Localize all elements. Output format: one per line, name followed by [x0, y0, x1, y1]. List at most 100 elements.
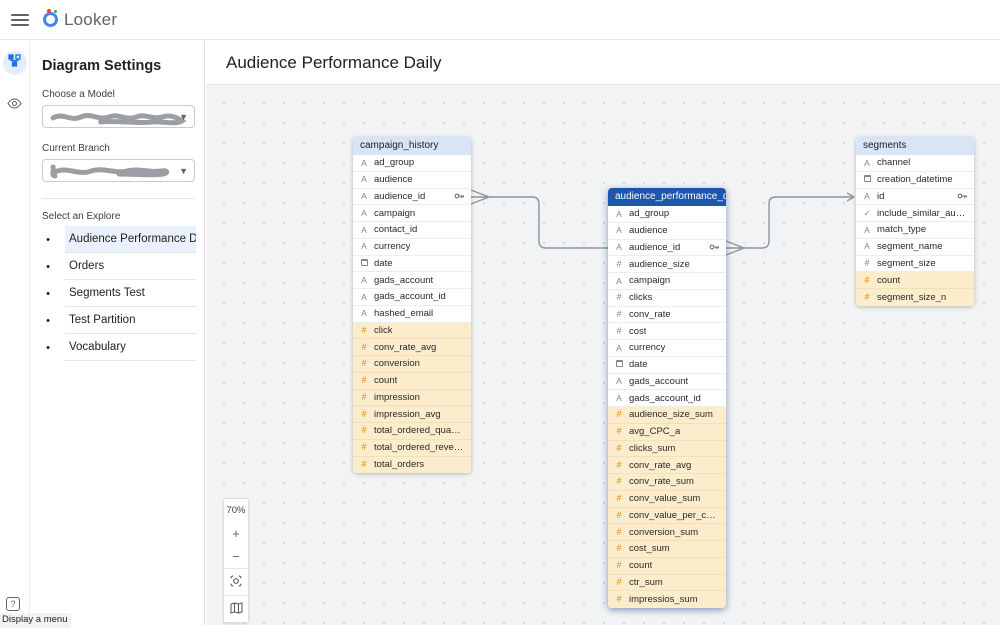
- explore-item[interactable]: •Vocabulary: [31, 334, 204, 361]
- field-row[interactable]: #cost_sum: [608, 541, 726, 558]
- table-header[interactable]: campaign_history: [353, 137, 471, 155]
- minimap-button[interactable]: [224, 596, 248, 622]
- field-row[interactable]: #segment_size_n: [856, 289, 974, 306]
- field-row[interactable]: #conv_rate_sum: [608, 474, 726, 491]
- field-row[interactable]: date: [353, 255, 471, 273]
- field-row[interactable]: #audience_size: [608, 256, 726, 273]
- field-row[interactable]: creation_datetime: [856, 171, 974, 189]
- diagram-settings-panel: Diagram Settings Choose a Model ▼ Curren…: [31, 41, 205, 625]
- explore-item[interactable]: •Orders: [31, 253, 204, 280]
- fit-to-screen-button[interactable]: [224, 569, 248, 595]
- visibility-button[interactable]: [3, 93, 27, 117]
- primary-key-icon: [454, 187, 465, 205]
- field-label: total_ordered_quantity: [374, 425, 465, 437]
- zoom-in-button[interactable]: +: [224, 522, 248, 545]
- field-row[interactable]: #count: [353, 372, 471, 390]
- field-row[interactable]: #total_orders: [353, 456, 471, 474]
- join-line-right: [744, 196, 854, 249]
- field-label: cost: [629, 325, 647, 337]
- field-row[interactable]: #avg_CPC_a: [608, 423, 726, 441]
- field-label: total_ordered_revenue: [374, 442, 465, 454]
- dimension-string-icon: A: [616, 242, 622, 253]
- numeric-icon: #: [616, 325, 622, 336]
- field-row[interactable]: #conv_rate: [608, 306, 726, 324]
- field-row[interactable]: #count: [856, 272, 974, 289]
- field-label: impression_avg: [374, 408, 441, 420]
- diagram-tab-button[interactable]: [2, 51, 27, 75]
- zoom-level[interactable]: 70%: [224, 499, 248, 522]
- dimension-string-icon: A: [361, 274, 367, 285]
- dimension-string-icon: A: [616, 376, 622, 387]
- field-row[interactable]: #conv_value_sum: [608, 490, 726, 508]
- field-row[interactable]: #conversion_sum: [608, 524, 726, 541]
- dimension-string-icon: A: [361, 174, 367, 185]
- explore-item[interactable]: •Audience Performance Daily: [31, 226, 204, 253]
- map-icon: [229, 601, 243, 617]
- explore-item-label: Test Partition: [65, 307, 196, 334]
- field-row[interactable]: #clicks: [608, 289, 726, 307]
- zoom-out-button[interactable]: −: [224, 545, 248, 568]
- field-row[interactable]: #audience_size_sum: [608, 407, 726, 424]
- redacted-model-value: [50, 112, 187, 125]
- numeric-icon: #: [864, 257, 870, 268]
- field-row[interactable]: #conv_rate_avg: [608, 457, 726, 474]
- field-row[interactable]: #clicks_sum: [608, 440, 726, 458]
- focus-icon: [229, 574, 243, 591]
- field-row[interactable]: ✓include_similar_audienc...: [856, 205, 974, 222]
- model-dropdown[interactable]: ▼: [42, 105, 195, 128]
- field-row[interactable]: #count: [608, 557, 726, 575]
- field-row[interactable]: date: [608, 356, 726, 374]
- calendar-icon: [862, 175, 872, 184]
- field-row[interactable]: # total_ordered_quantity: [353, 423, 471, 440]
- explore-item[interactable]: •Segments Test: [31, 280, 204, 307]
- hamburger-menu-icon[interactable]: [11, 13, 29, 26]
- field-row[interactable]: #impression: [353, 389, 471, 407]
- chevron-down-icon: ▼: [179, 166, 188, 176]
- field-row[interactable]: #conversion: [353, 356, 471, 373]
- redacted-branch-value: [50, 164, 170, 178]
- numeric-icon: #: [361, 425, 367, 436]
- table-header[interactable]: audience_performance_da...: [608, 188, 726, 206]
- field-row[interactable]: #click: [353, 322, 471, 340]
- field-label: clicks_sum: [629, 442, 676, 454]
- field-row[interactable]: #impression_avg: [353, 406, 471, 423]
- explore-item-label: Segments Test: [65, 280, 196, 307]
- zoom-controls: 70% + −: [223, 498, 249, 623]
- field-row[interactable]: #total_ordered_revenue: [353, 439, 471, 457]
- field-label: hashed_email: [374, 308, 434, 320]
- field-row[interactable]: #conv_rate_avg: [353, 339, 471, 356]
- branch-dropdown[interactable]: ▼: [42, 159, 195, 182]
- dimension-string-icon: A: [361, 241, 367, 252]
- field-row[interactable]: #ctr_sum: [608, 574, 726, 592]
- field-row[interactable]: #impressios_sum: [608, 591, 726, 608]
- field-row[interactable]: #segment_size: [856, 255, 974, 273]
- field-row[interactable]: # cost: [608, 323, 726, 340]
- help-button[interactable]: ?: [6, 597, 20, 611]
- field-row[interactable]: #conv_value_per_cost_sum: [608, 507, 726, 525]
- table-header[interactable]: segments: [856, 137, 974, 155]
- field-label: channel: [877, 157, 911, 169]
- explore-item[interactable]: •Test Partition: [31, 307, 204, 334]
- dimension-string-icon: A: [864, 241, 870, 252]
